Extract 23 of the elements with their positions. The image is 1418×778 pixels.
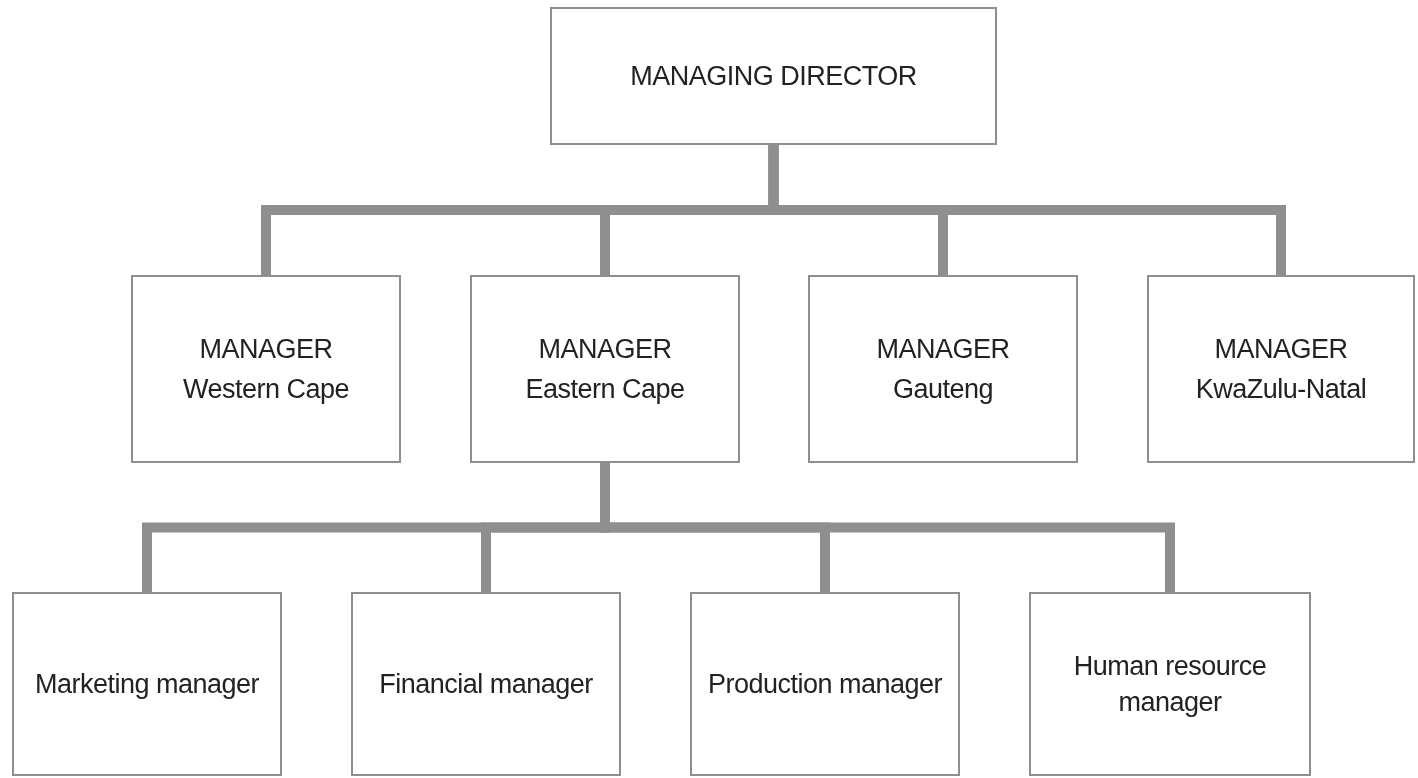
org-box	[690, 592, 960, 776]
role-title: MANAGER	[1214, 332, 1348, 366]
role-label: Marketing manager	[34, 667, 260, 701]
org-box	[550, 7, 997, 145]
org-box	[1029, 592, 1311, 776]
role-title: MANAGER	[199, 332, 333, 366]
org-box	[808, 275, 1078, 463]
org-box	[470, 275, 740, 463]
role-title: MANAGER	[538, 332, 672, 366]
role-label: Production manager	[707, 667, 943, 701]
org-box	[12, 592, 282, 776]
role-label: MANAGING DIRECTOR	[630, 59, 917, 93]
role-label: Gauteng	[892, 373, 994, 406]
role-label: Eastern Cape	[525, 373, 685, 406]
role-title: MANAGER	[876, 332, 1010, 366]
role-label: Western Cape	[182, 373, 350, 406]
role-label: Human resource manager	[1072, 649, 1268, 719]
role-label: Financial manager	[379, 667, 593, 701]
org-box	[131, 275, 401, 463]
org-box	[1147, 275, 1415, 463]
role-label: KwaZulu-Natal	[1195, 373, 1367, 406]
connector-line	[768, 145, 1286, 275]
org-box	[351, 592, 621, 776]
